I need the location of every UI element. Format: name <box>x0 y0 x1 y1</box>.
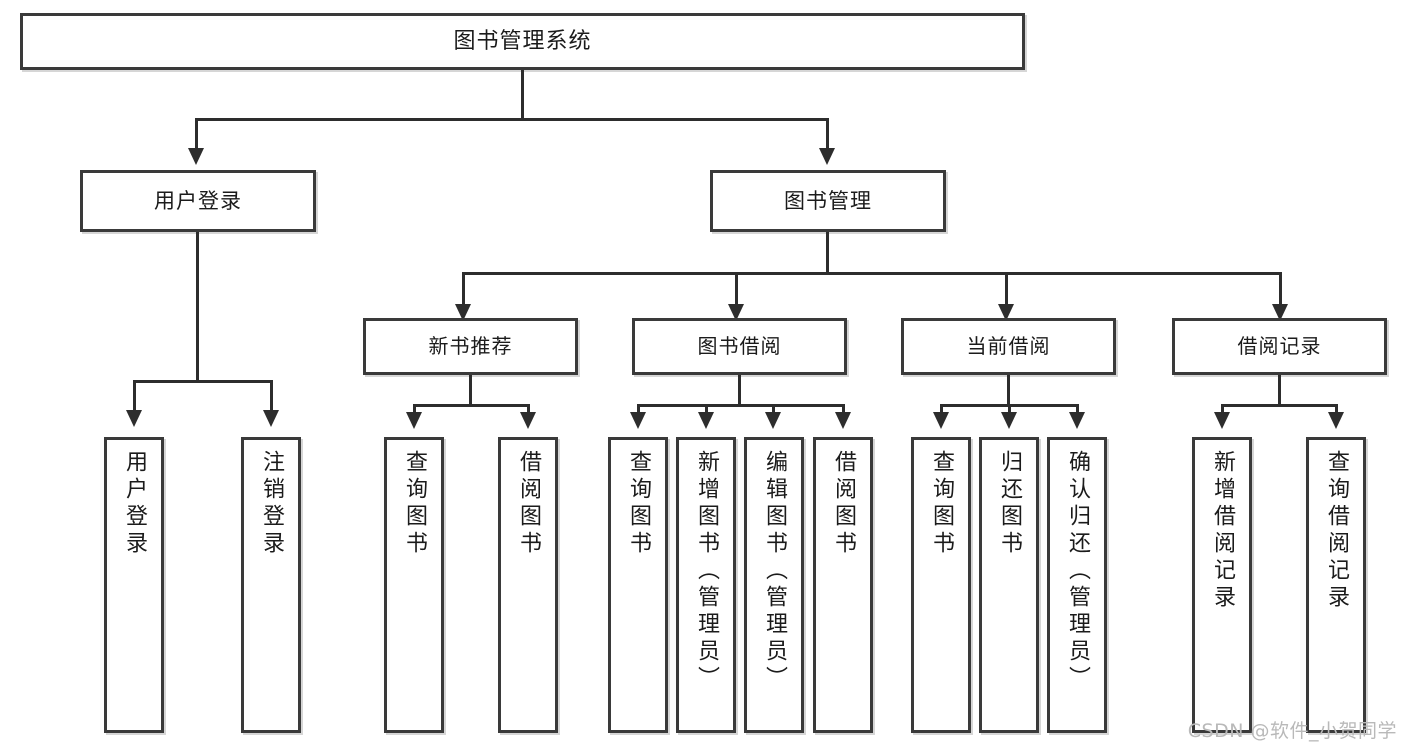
node-label: 新增借阅记录 <box>1210 450 1235 612</box>
connector-bb-drop-3 <box>772 404 775 414</box>
leaf-bb-add-book[interactable]: 新增图书（管理员） <box>676 437 736 733</box>
connector-new-book-drop-1 <box>413 404 416 414</box>
connector-root-bus <box>196 118 829 121</box>
arrowhead-nbr-borrow-book <box>520 412 536 429</box>
connector-new-book-bus <box>413 404 530 407</box>
connector-bb-drop-1 <box>637 404 640 414</box>
connector-user-login-drop-1 <box>133 380 136 412</box>
leaf-nbr-borrow-book[interactable]: 借阅图书 <box>498 437 558 733</box>
arrowhead-cb-return-book <box>1001 412 1017 429</box>
arrowhead-new-book-recommend <box>455 304 471 321</box>
leaf-bb-edit-book[interactable]: 编辑图书（管理员） <box>744 437 804 733</box>
connector-br-drop-2 <box>1335 404 1338 414</box>
arrowhead-leaf-logout <box>263 410 279 427</box>
connector-user-login-stem <box>196 232 199 382</box>
leaf-bb-query-book[interactable]: 查询图书 <box>608 437 668 733</box>
leaf-bb-borrow-book[interactable]: 借阅图书 <box>813 437 873 733</box>
node-label: 用户登录 <box>154 188 242 213</box>
connector-user-login-bus <box>133 380 272 383</box>
connector-borrow-record-stem <box>1278 375 1281 406</box>
node-label: 确认归还（管理员） <box>1065 450 1090 693</box>
node-label: 图书管理系统 <box>453 28 592 54</box>
arrowhead-br-add-record <box>1214 412 1230 429</box>
node-label: 借阅记录 <box>1237 334 1322 358</box>
connector-level3-drop-4 <box>1279 272 1282 306</box>
node-book-borrow[interactable]: 图书借阅 <box>632 318 847 375</box>
arrowhead-leaf-user-login <box>126 410 142 427</box>
connector-level3-drop-3 <box>1005 272 1008 306</box>
leaf-br-add-record[interactable]: 新增借阅记录 <box>1192 437 1252 733</box>
node-user-login[interactable]: 用户登录 <box>80 170 316 232</box>
connector-level3-bus <box>462 272 1282 275</box>
arrowhead-borrow-record <box>1272 304 1288 321</box>
node-label: 借阅图书 <box>831 450 856 558</box>
node-label: 当前借阅 <box>966 334 1051 358</box>
node-label: 图书借阅 <box>697 334 782 358</box>
node-label: 归还图书 <box>997 450 1022 558</box>
node-label: 查询图书 <box>402 450 427 558</box>
connector-book-borrow-bus <box>637 404 845 407</box>
watermark-text: CSDN @软件_小贺同学 <box>1187 720 1397 742</box>
connector-root-stem <box>521 70 524 120</box>
leaf-user-login[interactable]: 用户登录 <box>104 437 164 733</box>
node-label: 借阅图书 <box>516 450 541 558</box>
node-borrow-record[interactable]: 借阅记录 <box>1172 318 1387 375</box>
leaf-cb-confirm-return[interactable]: 确认归还（管理员） <box>1047 437 1107 733</box>
connector-current-borrow-stem <box>1007 375 1010 406</box>
arrowhead-bb-query-book <box>630 412 646 429</box>
node-book-management[interactable]: 图书管理 <box>710 170 946 232</box>
connector-level3-drop-1 <box>462 272 465 306</box>
connector-cb-drop-1 <box>940 404 943 414</box>
leaf-br-query-record[interactable]: 查询借阅记录 <box>1306 437 1366 733</box>
arrowhead-user-login <box>188 148 204 165</box>
arrowhead-nbr-query-book <box>406 412 422 429</box>
connector-user-login-drop-2 <box>270 380 273 412</box>
arrowhead-book-manage <box>819 148 835 165</box>
arrowhead-bb-edit-book <box>765 412 781 429</box>
connector-cb-drop-2 <box>1008 404 1011 414</box>
arrowhead-bb-borrow-book <box>835 412 851 429</box>
node-label: 编辑图书（管理员） <box>762 450 787 693</box>
arrowhead-br-query-record <box>1328 412 1344 429</box>
leaf-nbr-query-book[interactable]: 查询图书 <box>384 437 444 733</box>
node-label: 查询借阅记录 <box>1324 450 1349 612</box>
node-label: 用户登录 <box>122 450 147 558</box>
node-label: 查询图书 <box>626 450 651 558</box>
connector-bb-drop-2 <box>705 404 708 414</box>
node-label: 图书管理 <box>784 188 872 213</box>
arrowhead-cb-query-book <box>933 412 949 429</box>
connector-new-book-drop-2 <box>527 404 530 414</box>
connector-br-drop-1 <box>1221 404 1224 414</box>
connector-borrow-record-bus <box>1221 404 1338 407</box>
node-root-library-system[interactable]: 图书管理系统 <box>20 13 1025 70</box>
node-label: 新书推荐 <box>428 334 513 358</box>
connector-cb-drop-3 <box>1076 404 1079 414</box>
leaf-cb-return-book[interactable]: 归还图书 <box>979 437 1039 733</box>
connector-book-manage-stem <box>826 232 829 274</box>
node-label: 查询图书 <box>929 450 954 558</box>
arrowhead-cb-confirm-return <box>1069 412 1085 429</box>
node-label: 注销登录 <box>259 450 284 558</box>
connector-root-to-book-manage <box>826 118 829 150</box>
arrowhead-bb-add-book <box>698 412 714 429</box>
arrowhead-current-borrow <box>998 304 1014 321</box>
connector-root-to-user-login <box>195 118 198 150</box>
connector-new-book-stem <box>469 375 472 406</box>
arrowhead-book-borrow <box>728 304 744 321</box>
node-current-borrow[interactable]: 当前借阅 <box>901 318 1116 375</box>
connector-level3-drop-2 <box>735 272 738 306</box>
node-label: 新增图书（管理员） <box>694 450 719 693</box>
node-new-book-recommend[interactable]: 新书推荐 <box>363 318 578 375</box>
leaf-logout[interactable]: 注销登录 <box>241 437 301 733</box>
connector-book-borrow-stem <box>738 375 741 406</box>
leaf-cb-query-book[interactable]: 查询图书 <box>911 437 971 733</box>
connector-bb-drop-4 <box>842 404 845 414</box>
